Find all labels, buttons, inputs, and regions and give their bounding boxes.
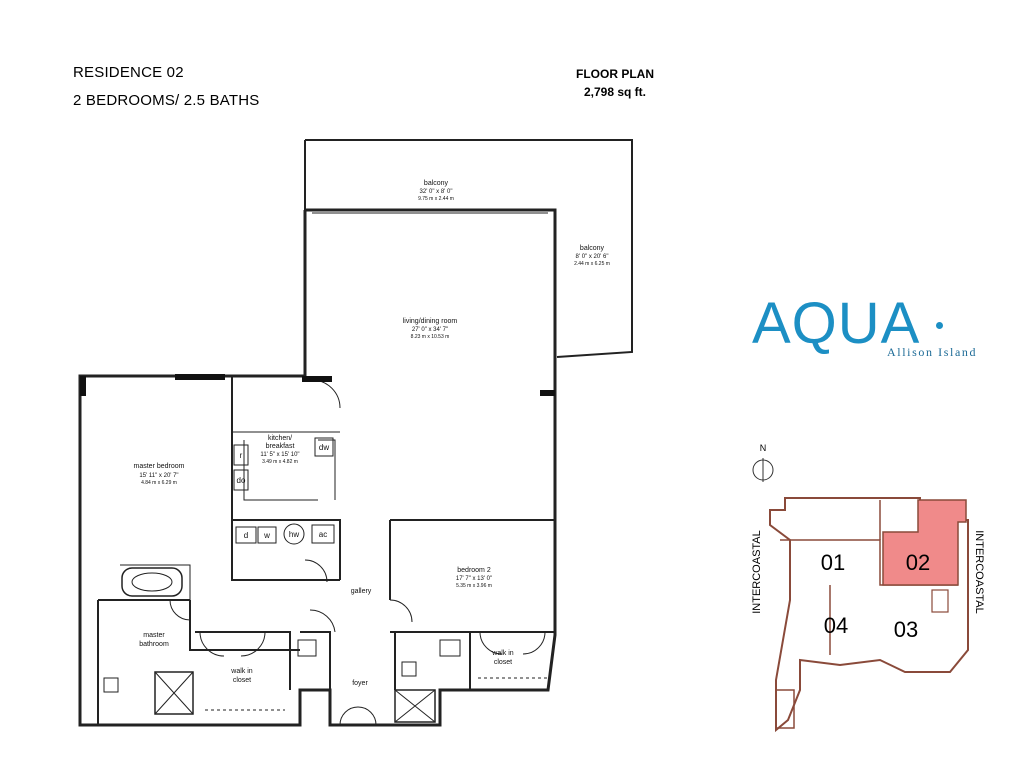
dishwasher-label: dw [319,443,329,452]
residence-title: RESIDENCE 02 [73,64,184,81]
kitchen-metric: 3.49 m x 4.82 m [262,459,298,465]
balcony-right-name: balcony [580,245,605,252]
square-footage: 2,798 sq ft. [583,85,647,99]
unit-02-label: 02 [906,550,930,575]
balcony-top-dim: 32' 0" x 8' 0" [420,189,453,195]
double-oven-label: do [237,476,246,485]
master-bedroom-metric: 4.84 m x 6.29 m [141,480,177,486]
living-metric: 8.23 m x 10.53 m [411,334,450,340]
ac-label: ac [319,530,327,539]
balcony-right-dim: 8' 0" x 20' 6" [576,254,609,260]
gallery-label: gallery [351,588,372,595]
intercoastal-left-label: INTERCOASTAL [751,530,763,614]
balcony-outline [305,139,633,358]
unit-04-label: 04 [824,613,848,638]
master-bath-name-2: bathroom [139,641,169,648]
foyer-label: foyer [352,680,368,687]
kitchen-name-2: breakfast [266,443,295,450]
aqua-logo-subtitle: Allison Island [887,345,978,359]
walk-in-right-name-1: walk in [491,650,514,657]
balcony-right-metric: 2.44 m x 6.25 m [574,261,610,267]
bedroom2-name: bedroom 2 [457,567,491,574]
aqua-logo-word: AQUA [752,291,921,356]
water-heater-label: hw [289,530,299,539]
walk-in-left-name-2: closet [233,677,251,684]
walk-in-right-name-2: closet [494,659,512,666]
washer-label: w [263,531,270,540]
key-plan: N 01 02 03 04 INTERCOASTAL INTERCOASTAL [751,443,985,733]
bedroom-count: 2 BEDROOMS/ 2.5 BATHS [73,92,260,109]
living-name: living/dining room [403,318,458,325]
floor-plan-label: FLOOR PLAN [576,67,654,81]
walk-in-left-name-1: walk in [230,668,253,675]
master-bedroom-name: master bedroom [134,463,185,470]
north-label: N [760,443,767,453]
kitchen-dim: 11' 5" x 15' 10" [260,452,299,458]
unit-03-label: 03 [894,617,918,642]
aqua-logo-dot [936,322,943,329]
unit-01-label: 01 [821,550,845,575]
dryer-label: d [244,531,248,540]
bedroom2-metric: 5.35 m x 3.96 m [456,583,492,589]
unit-outer-wall [78,208,557,727]
kitchen-name-1: kitchen/ [268,435,292,442]
refrigerator-label: r [240,451,243,460]
intercoastal-right-label: INTERCOASTAL [973,530,985,614]
balcony-top-name: balcony [424,180,449,187]
master-bedroom-dim: 15' 11" x 20' 7" [139,473,178,479]
balcony-top-metric: 9.75 m x 2.44 m [418,196,454,202]
bedroom2-dim: 17' 7" x 13' 0" [456,576,492,582]
unit-02-highlight [882,499,967,586]
living-dim: 27' 0" x 34' 7" [412,327,448,333]
master-bath-name-1: master [143,632,165,639]
